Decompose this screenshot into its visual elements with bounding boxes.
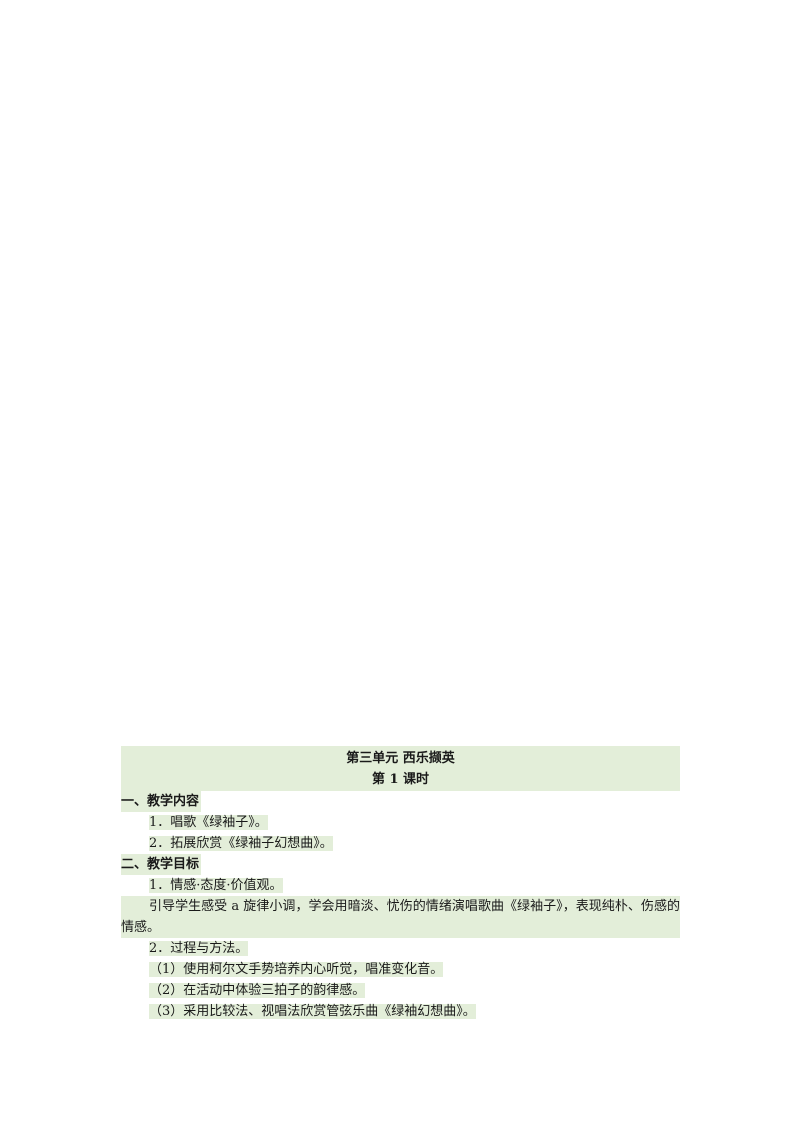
unit-title: 第三单元 西乐撷英 [346, 751, 455, 766]
list-item: （2）在活动中体验三拍子的韵律感。 [149, 983, 366, 998]
list-item: （1）使用柯尔文手势培养内心听觉，唱准变化音。 [149, 962, 444, 977]
document-content: 第三单元 西乐撷英 第 1 课时 一、教学内容 1．唱歌《绿袖子》。 2．拓展欣… [121, 746, 680, 1022]
title-block: 第三单元 西乐撷英 第 1 课时 [121, 746, 680, 791]
section-heading-goals: 二、教学目标 [121, 854, 680, 875]
lesson-title: 第 1 课时 [371, 772, 430, 787]
section-heading-content: 一、教学内容 [121, 791, 680, 812]
goal-paragraph: 引导学生感受 a 旋律小调，学会用暗淡、忧伤的情绪演唱歌曲《绿袖子》，表现纯朴、… [121, 896, 680, 938]
list-item: 2．拓展欣赏《绿袖子幻想曲》。 [149, 836, 333, 851]
list-item: 1．唱歌《绿袖子》。 [149, 815, 268, 830]
goal-title: 2．过程与方法。 [149, 941, 249, 956]
goal-title: 1．情感·态度·价值观。 [149, 878, 283, 893]
list-item: （3）采用比较法、视唱法欣赏管弦乐曲《绿袖幻想曲》。 [149, 1004, 476, 1019]
